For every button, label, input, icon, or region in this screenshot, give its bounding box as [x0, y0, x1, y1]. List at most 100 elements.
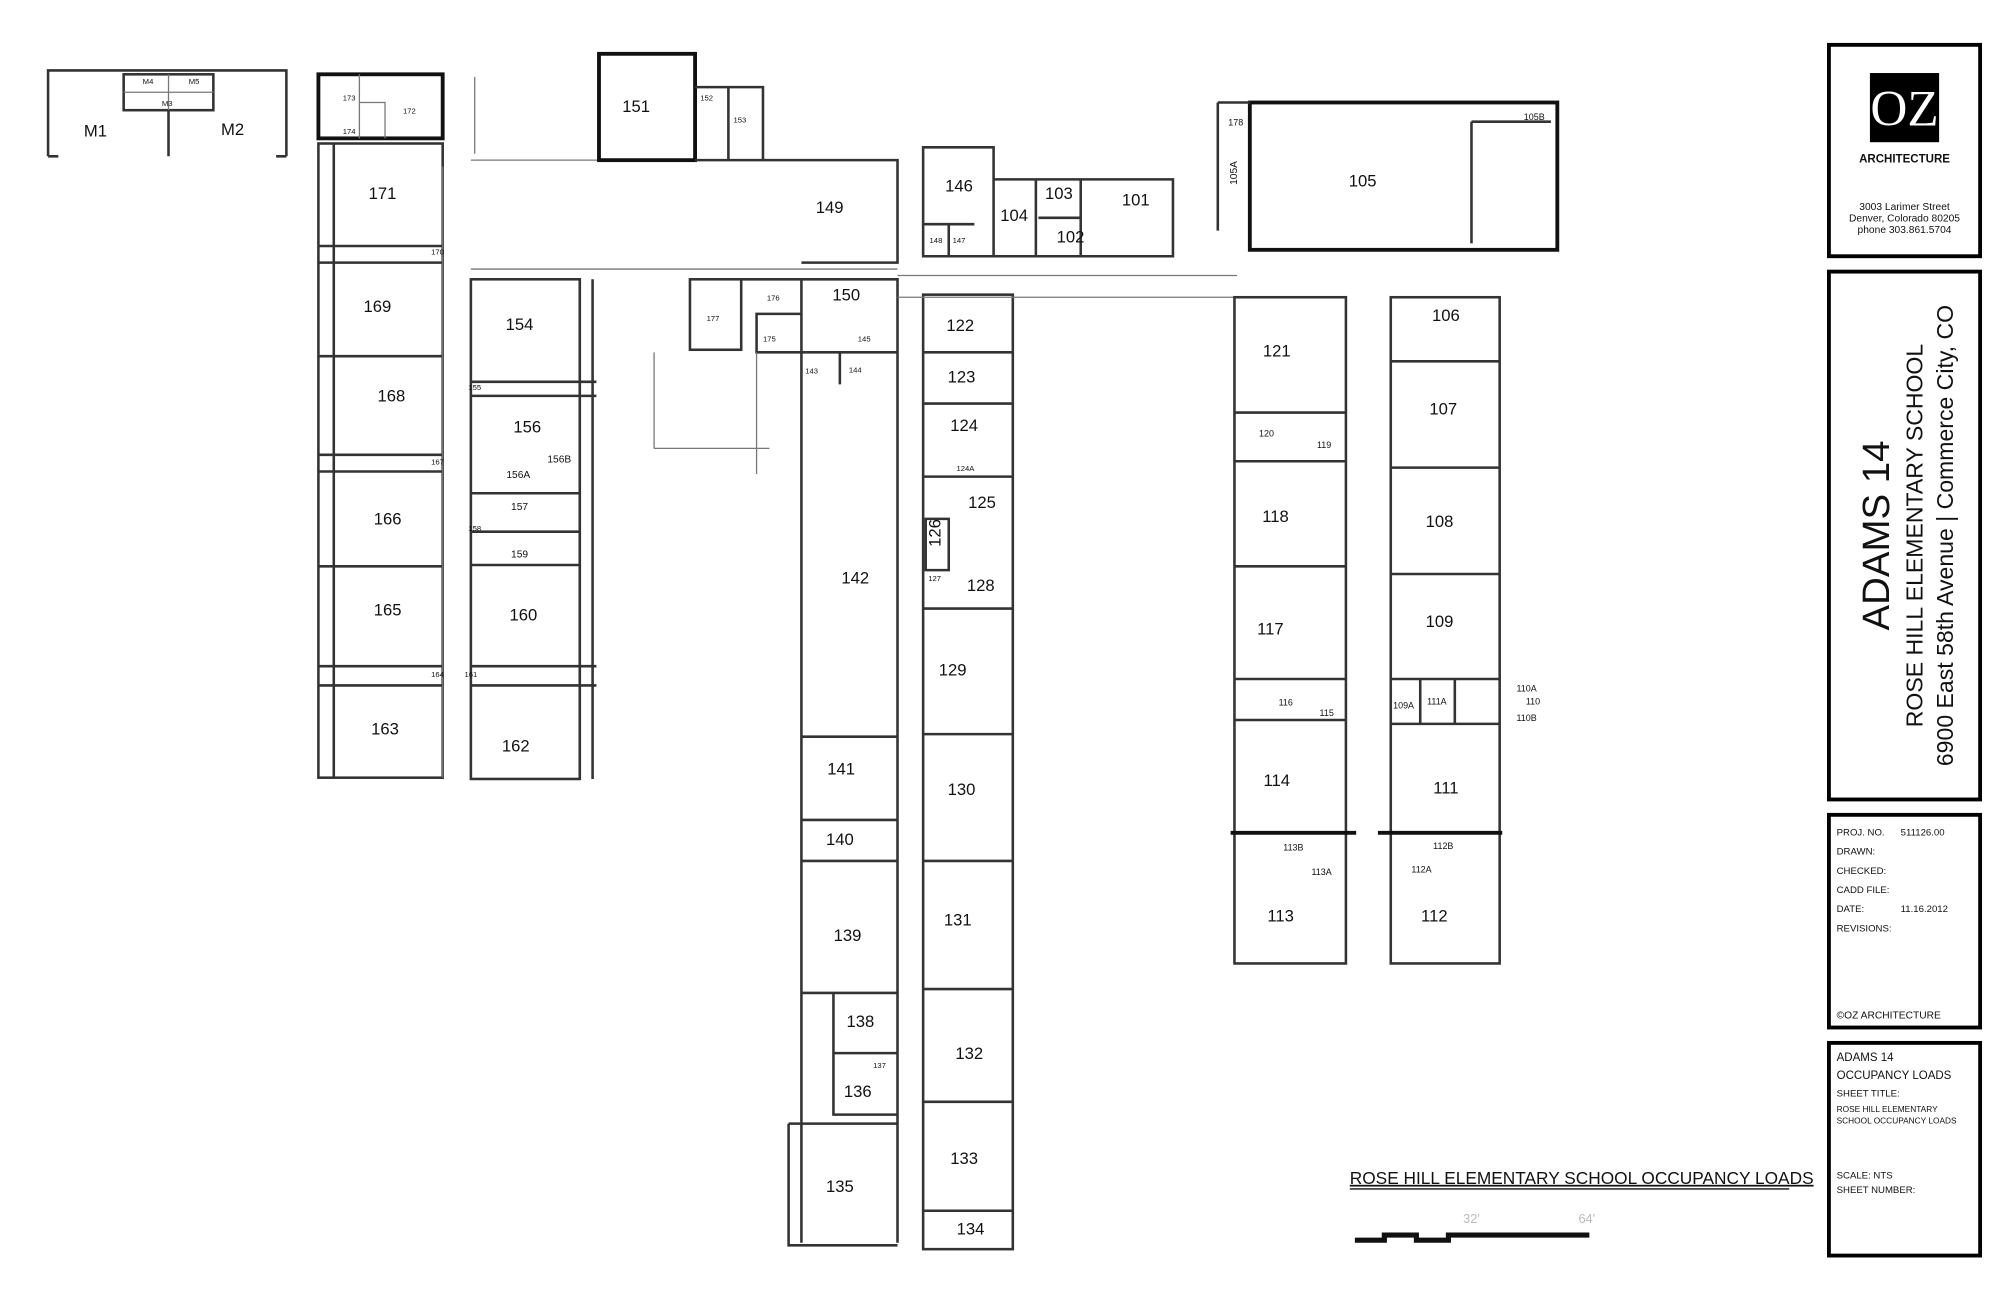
room-label: 170 — [431, 247, 444, 256]
room-label: 113A — [1311, 867, 1331, 877]
room-label: 112 — [1421, 907, 1448, 926]
room-label: M3 — [162, 99, 173, 108]
room-label: 160 — [510, 606, 538, 625]
room-label: 144 — [849, 365, 863, 374]
room-label: 148 — [930, 236, 943, 245]
room-label: 151 — [622, 97, 650, 116]
room-label: 107 — [1429, 399, 1457, 418]
title-block: OZ ARCHITECTURE 3003 Larimer Street Denv… — [1827, 42, 1983, 1258]
room-label: 137 — [873, 1061, 886, 1070]
room-label: 112A — [1411, 864, 1431, 874]
room-label: 147 — [953, 236, 966, 245]
field-label: DRAWN: — [1837, 847, 1876, 858]
room-label: 174 — [343, 127, 357, 136]
room-label: 173 — [343, 94, 356, 103]
copyright: ©OZ ARCHITECTURE — [1837, 1011, 1941, 1022]
room-label: 156 — [513, 417, 541, 436]
west-wing-walls — [316, 72, 898, 781]
room-labels: M1 M2 M3 M4 M5 173 174 172 171 170 169 168 167 166 165… — [84, 77, 1545, 1238]
scale-bar: 32' 64' — [1354, 1211, 1595, 1243]
room-label: 178 — [1228, 117, 1243, 127]
logo-text: OZ — [1870, 81, 1938, 138]
room-label: M1 — [84, 121, 107, 140]
room-label: 117 — [1257, 620, 1284, 639]
room-label: 104 — [1000, 206, 1028, 225]
room-label: 115 — [1320, 708, 1334, 718]
room-label: 136 — [844, 1082, 872, 1101]
room-label: 113 — [1267, 907, 1294, 926]
room-label: 149 — [816, 198, 844, 217]
room-label: 161 — [464, 670, 477, 679]
field-label: REVISIONS: — [1837, 923, 1892, 934]
room-label: 112B — [1433, 841, 1453, 851]
sheet-client: ADAMS 14 — [1837, 1052, 1895, 1064]
room-label: 145 — [858, 335, 871, 344]
room-label: 108 — [1426, 512, 1454, 531]
room-label: 120 — [1259, 429, 1274, 439]
room-label: 156B — [547, 455, 571, 466]
room-label: 122 — [946, 316, 974, 335]
room-label: 132 — [955, 1044, 983, 1063]
room-label: 150 — [832, 285, 860, 304]
room-label: 163 — [371, 720, 399, 739]
room-label: 138 — [846, 1012, 874, 1031]
project-location: 6900 East 58th Avenue | Commerce City, C… — [1932, 305, 1958, 766]
scale-value: SCALE: NTS — [1837, 1171, 1893, 1182]
room-label: M5 — [189, 77, 200, 86]
oz-logo — [1869, 73, 1940, 143]
room-label: 105A — [1229, 161, 1240, 185]
room-label: 158 — [468, 524, 481, 533]
room-label: 134 — [957, 1219, 985, 1238]
room-label: 172 — [403, 106, 416, 115]
address-line-2: Denver, Colorado 80205 — [1849, 214, 1960, 225]
room-label: 157 — [511, 502, 528, 513]
address-phone: phone 303.861.5704 — [1858, 225, 1952, 236]
room-label: 101 — [1122, 191, 1150, 210]
room-label: 159 — [511, 549, 528, 560]
room-label: 105B — [1524, 112, 1545, 122]
room-label: 167 — [431, 458, 444, 467]
room-label: 164 — [431, 670, 445, 679]
room-label: 171 — [369, 184, 397, 203]
room-label: 143 — [805, 367, 818, 376]
room-label: M4 — [143, 77, 154, 86]
room-label: 152 — [700, 94, 713, 103]
room-label: 176 — [767, 294, 780, 303]
room-label: 106 — [1432, 306, 1460, 325]
room-label: 175 — [763, 335, 776, 344]
sheet-title-label: SHEET TITLE: — [1837, 1089, 1900, 1100]
project-name: ROSE HILL ELEMENTARY SCHOOL — [1901, 344, 1927, 728]
client-name: ADAMS 14 — [1855, 441, 1898, 631]
room-label: 119 — [1317, 440, 1331, 450]
room-label: 169 — [363, 297, 391, 316]
modular-building — [46, 69, 288, 158]
room-label: 124 — [950, 416, 978, 435]
room-label: 102 — [1057, 228, 1085, 247]
sheet-title-line-1: ROSE HILL ELEMENTARY — [1837, 1104, 1938, 1114]
address-line-1: 3003 Larimer Street — [1859, 202, 1950, 213]
room-label: 110B — [1516, 713, 1536, 723]
room-label: 127 — [928, 574, 941, 583]
room-label: M2 — [221, 120, 244, 139]
room-label: 129 — [939, 661, 967, 680]
room-label: 110 — [1526, 696, 1540, 706]
field-label: DATE: — [1837, 904, 1865, 915]
east-wing-walls — [1216, 100, 1560, 965]
plan-title: ROSE HILL ELEMENTARY SCHOOL OCCUPANCY LO… — [1350, 1168, 1814, 1188]
room-label: 168 — [378, 387, 406, 406]
room-label: 166 — [374, 510, 402, 529]
room-label: 135 — [826, 1177, 854, 1196]
scale-mark-32: 32' — [1463, 1211, 1480, 1226]
room-label: 162 — [502, 736, 530, 755]
room-label: 153 — [734, 115, 747, 124]
room-label: 177 — [707, 314, 720, 323]
room-label: 111A — [1427, 696, 1447, 706]
room-label: 165 — [374, 601, 402, 620]
room-label: 125 — [968, 493, 996, 512]
room-label: 116 — [1279, 698, 1293, 708]
room-label: 130 — [948, 780, 976, 799]
field-value: 511126.00 — [1901, 827, 1945, 838]
field-label: CHECKED: — [1837, 866, 1887, 877]
room-label: 141 — [827, 759, 855, 778]
